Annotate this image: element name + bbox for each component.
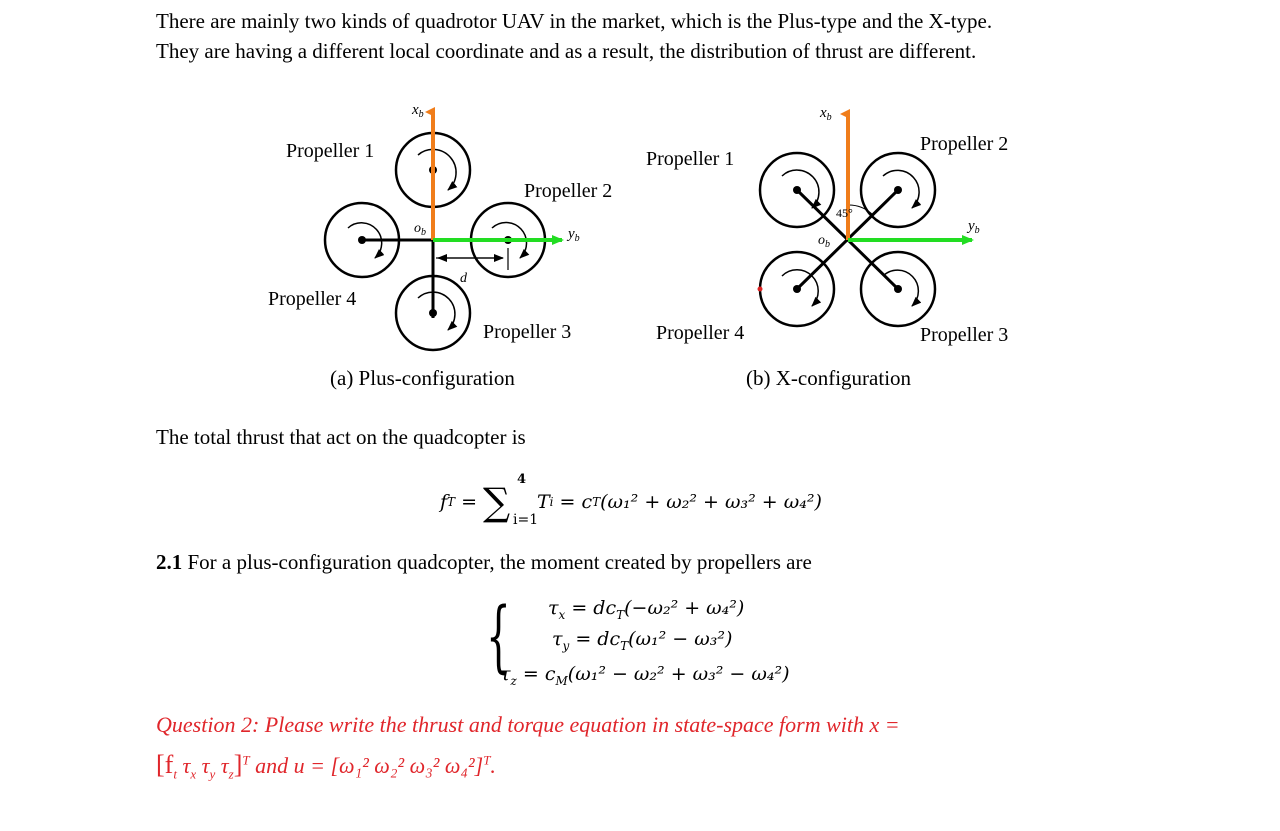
plus-propeller-4-label: Propeller 4 [268,288,357,310]
plus-propeller-3-label: Propeller 3 [483,321,572,343]
plus-propeller-1-label: Propeller 1 [286,140,375,162]
x-propeller-4-label: Propeller 4 [656,322,745,344]
plus-arm-length-label: d [460,271,468,286]
question-line-1: Question 2: Please write the thrust and … [156,712,900,737]
moment-brace: { [486,592,511,682]
moment-tau-y: τy = dcT(ω₁² − ω₃²) [552,628,733,653]
question-line-2: [ft τx τy τz]T and u = [ω₁² ω₂² ω₃² ω₄²]… [156,750,496,782]
quadrotor-figures: xb yb ob d [323,102,980,352]
x-config-x-axis-label: xb [819,105,832,123]
x-config-angle-label: 45° [836,206,853,220]
x-config-origin-label: ob [818,233,830,250]
x-configuration-diagram: xb yb ob 45° [757,105,980,328]
section-2-1: 2.1 For a plus-configuration quadcopter,… [156,548,812,576]
plus-origin-label: ob [414,221,426,238]
x-config-y-axis-label: yb [966,218,980,236]
summation: ∑ 4 i=1 [482,472,539,528]
plus-propeller-3 [394,274,472,352]
plus-x-axis-label: xb [411,102,424,120]
x-propeller-1 [758,151,836,229]
x-propeller-3 [859,250,937,328]
figure-a-caption: (a) Plus-configuration [330,366,515,390]
x-propeller-1-label: Propeller 1 [646,148,735,170]
moment-tau-z: τz = cM(ω₁² − ω₂² + ω₃² − ω₄²) [500,663,790,688]
x-propeller-2-label: Propeller 2 [920,133,1009,155]
plus-propeller-2-label: Propeller 2 [524,180,613,202]
section-number: 2.1 [156,550,183,574]
thrust-intro-text: The total thrust that act on the quadcop… [156,425,526,449]
intro-line-2: They are having a different local coordi… [156,39,977,63]
moment-tau-x: τx = dcT(−ω₂² + ω₄²) [548,597,745,622]
plus-configuration-diagram: xb yb ob d [323,102,580,352]
x-propeller-3-label: Propeller 3 [920,324,1009,346]
x-propeller-4 [757,250,836,328]
intro-line-1: There are mainly two kinds of quadrotor … [156,9,993,33]
section-text: For a plus-configuration quadcopter, the… [182,550,812,574]
figure-b-caption: (b) X-configuration [746,366,912,390]
plus-propeller-4 [323,201,401,279]
x-propeller-2 [859,151,937,229]
plus-y-axis-label: yb [566,226,580,244]
